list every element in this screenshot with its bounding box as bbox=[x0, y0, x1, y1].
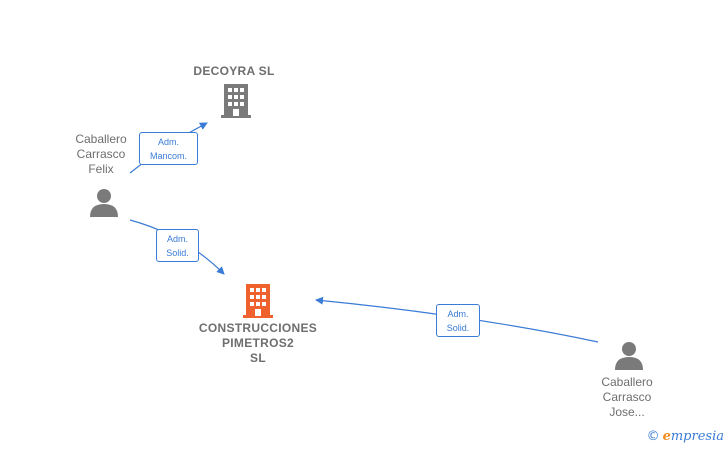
person-jose-line: Carrasco bbox=[602, 390, 652, 404]
edge-label-line: Solid. bbox=[446, 323, 470, 333]
edge-label-line: Solid. bbox=[166, 248, 189, 258]
company-decoyra-line: DECOYRA SL bbox=[193, 64, 275, 78]
company-construcciones-line: PIMETROS2 bbox=[221, 336, 295, 350]
person-felix-line: Carrasco bbox=[76, 147, 126, 161]
person-icon[interactable] bbox=[89, 187, 119, 217]
person-jose-label[interactable]: Caballero Carrasco Jose... bbox=[582, 375, 672, 420]
edge-label-line: Adm. bbox=[157, 137, 179, 147]
person-felix-line: Felix bbox=[88, 162, 114, 176]
brand-initial: e bbox=[662, 429, 671, 444]
edge-label-line: Mancom. bbox=[149, 151, 187, 161]
edge-label-adm-solid[interactable]: Adm. Solid. bbox=[436, 304, 480, 337]
copyright-icon: © bbox=[646, 429, 660, 444]
company-construcciones-line: CONSTRUCCIONES bbox=[198, 321, 318, 335]
edge-label-adm-mancom[interactable]: Adm. Mancom. bbox=[139, 132, 198, 165]
person-felix-line: Caballero bbox=[75, 132, 127, 146]
person-jose-line: Jose... bbox=[609, 405, 645, 419]
company-construcciones-label[interactable]: CONSTRUCCIONES PIMETROS2 SL bbox=[186, 321, 330, 366]
building-icon[interactable] bbox=[243, 284, 273, 318]
empresia-watermark: ©empresia bbox=[647, 429, 724, 444]
edge-label-line: Adm. bbox=[166, 234, 188, 244]
edge-label-adm-solid[interactable]: Adm. Solid. bbox=[156, 229, 199, 262]
person-felix-label[interactable]: Caballero Carrasco Felix bbox=[56, 132, 146, 177]
person-jose-line: Caballero bbox=[601, 375, 653, 389]
company-decoyra-label[interactable]: DECOYRA SL bbox=[176, 64, 292, 79]
person-icon[interactable] bbox=[614, 340, 644, 370]
brand-name: mpresia bbox=[670, 429, 724, 444]
company-construcciones-line: SL bbox=[250, 351, 266, 365]
edge-label-line: Adm. bbox=[447, 309, 469, 319]
building-icon[interactable] bbox=[221, 84, 251, 118]
